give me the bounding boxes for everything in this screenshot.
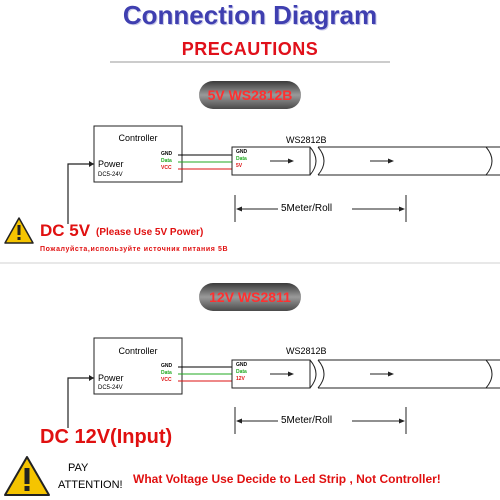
strip-arrow-b-12v [388,371,394,377]
controller-pin-data-12v: Data [161,370,172,376]
dc-12v-label: DC 12V(Input) [40,426,173,448]
power-range-12v: DC5-24V [98,385,123,391]
pill-5v [199,81,301,109]
dim-arrow-left-12v [236,418,242,424]
strip-break-a-5v [309,146,317,176]
pay-label: PAY [68,462,89,474]
voltage-note: What Voltage Use Decide to Led Strip , N… [133,472,441,486]
strip-arrow-b-5v [388,158,394,164]
strip-pin-vcc-12v: 12V [236,376,245,382]
strip-pin-vcc-5v: 5V [236,163,243,169]
strip-pin-data-5v: Data [236,156,247,162]
strip-break-b-5v [317,146,325,176]
controller-title-12v: Controller [118,346,158,356]
power-arrow-12v [89,375,94,381]
power-lead-5v [67,163,94,224]
warning-icon-5v-dot [17,237,21,240]
strip-pin-gnd-12v: GND [236,362,248,368]
controller-title-5v: Controller [118,133,158,143]
precautions-heading: PRECAUTIONS [181,39,319,59]
warning-icon-footer-dot [24,486,30,491]
strip-break-b-12v [317,359,325,389]
strip-length-5v: 5Meter/Roll [281,203,333,214]
strip-length-12v: 5Meter/Roll [281,415,333,426]
attention-label: ATTENTION! [58,479,123,491]
pill-label-5v: 5V WS2812B [207,87,293,103]
controller-pin-data-5v: Data [161,158,172,164]
page-title: Connection Diagram [122,0,378,30]
power-lead-12v [67,377,94,428]
power-range-5v: DC5-24V [98,172,123,178]
controller-pin-gnd-12v: GND [161,363,173,369]
dim-arrow-left-5v [236,206,242,212]
dc-5v-label: DC 5V [40,221,91,240]
power-label-12v: Power [98,373,124,383]
warning-icon-footer-bar [24,468,30,484]
warning-icon-5v-bar [17,225,21,235]
dc-5v-note: (Please Use 5V Power) [96,227,204,238]
russian-note: Пожалуйста,используйте источник питания … [40,246,229,253]
dim-arrow-right-5v [399,206,405,212]
controller-box-12v [93,337,183,395]
controller-box-5v [93,125,183,183]
controller-pin-gnd-5v: GND [161,151,173,157]
strip-end-5v [485,146,493,176]
pill-12v [199,283,301,311]
strip-pin-gnd-5v: GND [236,149,248,155]
strip-name-12v: WS2812B [286,346,327,356]
dim-arrow-right-12v [399,418,405,424]
power-label-5v: Power [98,159,124,169]
strip-arrow-a-5v [288,158,294,164]
strip-pin-data-12v: Data [236,369,247,375]
controller-pin-vcc-12v: VCC [161,377,172,383]
strip-name-5v: WS2812B [286,135,327,145]
strip-end-12v [485,359,493,389]
strip-arrow-a-12v [288,371,294,377]
controller-pin-vcc-5v: VCC [161,165,172,171]
power-arrow-5v [89,161,94,167]
strip-break-a-12v [309,359,317,389]
pill-label-12v: 12V WS2811 [209,289,291,305]
